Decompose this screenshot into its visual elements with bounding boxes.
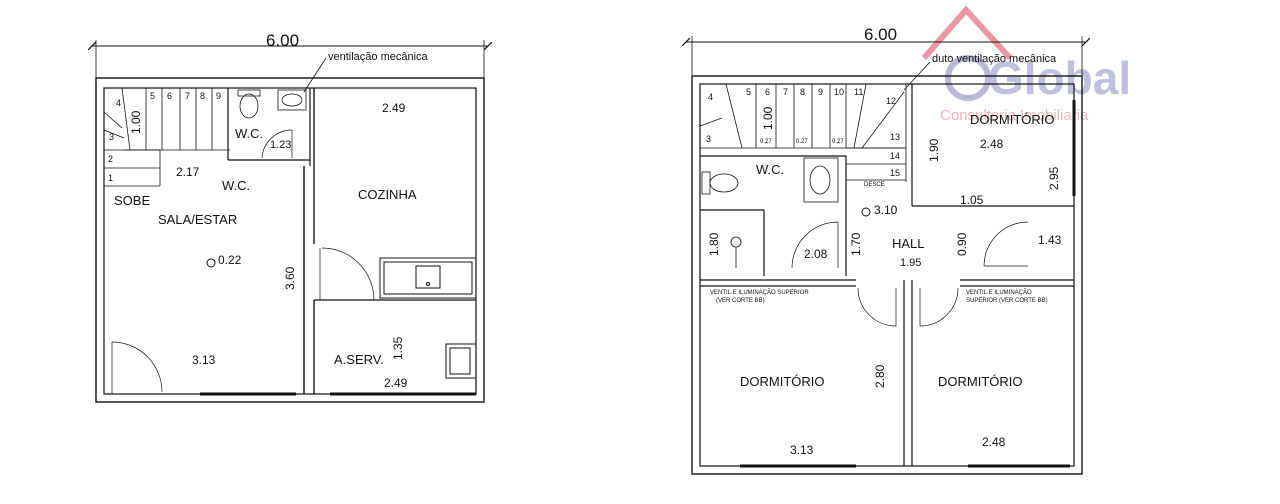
sink-icon	[277, 89, 307, 111]
ground-floor-plan	[92, 40, 488, 403]
ground-outer-wall	[95, 77, 485, 403]
upper-hall-top: 1.05	[960, 193, 984, 207]
shower-icon	[730, 236, 742, 268]
ground-aserv-width: 2.49	[384, 376, 408, 390]
upper-desce-label: DESCE	[864, 182, 885, 188]
ground-step-8: 8	[200, 91, 205, 101]
ground-sobe-label: SOBE	[114, 193, 150, 208]
ground-step-7: 7	[185, 91, 190, 101]
upper-level-mark-icon	[861, 207, 871, 217]
upper-floor-plan	[686, 36, 1086, 475]
upper-step-3: 3	[706, 134, 711, 144]
upper-hall-width: 1.95	[900, 257, 921, 269]
ground-step-6: 6	[167, 91, 172, 101]
upper-dorm-right-label: DORMITÓRIO	[938, 374, 1023, 389]
upper-stair-width: 1.00	[761, 106, 775, 130]
upper-step-11: 11	[854, 87, 863, 97]
ground-sala-label: SALA/ESTAR	[158, 212, 237, 227]
upper-step-8: 8	[800, 87, 805, 97]
ground-level-mark: 0.22	[218, 253, 242, 267]
upper-outer-wall	[691, 75, 1083, 475]
ground-step-5: 5	[150, 91, 155, 101]
ground-aserv-height: 1.35	[391, 336, 405, 360]
upper-tread-label-3: 0.27	[832, 139, 844, 145]
ground-aserv-label: A.SERV.	[334, 352, 384, 367]
ground-step-3: 3	[109, 132, 114, 142]
ground-cozinha-width: 2.49	[382, 101, 406, 115]
toilet-icon	[237, 89, 261, 119]
upper-vent-note-right-2: SUPERIOR (VER CORTE BB)	[966, 298, 1048, 304]
upper-step-12: 12	[886, 96, 896, 106]
ground-step-2: 2	[108, 154, 113, 164]
watermark-brand: Global	[988, 52, 1131, 104]
upper-hall-label: HALL	[892, 236, 925, 251]
upper-dorm-left-label: DORMITÓRIO	[740, 374, 825, 389]
upper-vent-note-left-1: VENTIL.E ILUMINAÇÃO SUPERIOR	[710, 289, 809, 296]
upper-hall-side: 0.90	[955, 232, 969, 256]
ground-sala-height: 3.60	[283, 266, 297, 290]
upper-sink-icon	[803, 157, 839, 203]
upper-level-mark: 3.10	[874, 203, 898, 217]
upper-tread-label-2: 0.27	[796, 139, 808, 145]
ground-sala-width: 3.13	[192, 353, 216, 367]
upper-step-14: 14	[890, 151, 900, 161]
upper-wc-height: 1.80	[707, 232, 721, 256]
upper-vent-note: duto ventilação mecânica	[932, 53, 1057, 65]
ground-floor-labels: 6.00 ventilação mecânica 4 5 6 7 8 9 3 2…	[108, 31, 429, 390]
ground-wc-label: W.C.	[235, 126, 263, 141]
ground-overall-width: 6.00	[266, 31, 299, 50]
ground-wc-width: 1.23	[270, 139, 291, 151]
watermark: Global Consultoria Imobiliaria	[921, 5, 1131, 124]
upper-dorm-top-side: 2.95	[1047, 166, 1061, 190]
upper-dorm-top-height: 1.90	[927, 138, 941, 162]
upper-step-10: 10	[834, 87, 844, 97]
upper-tread-label-1: 0.27	[760, 139, 772, 145]
upper-wc-width: 2.08	[804, 247, 828, 261]
upper-dorm-top-width: 2.48	[980, 137, 1004, 151]
upper-dorm-left-height: 2.80	[873, 364, 887, 388]
laundry-tank-icon	[445, 343, 477, 379]
ground-vent-note: ventilação mecânica	[328, 51, 429, 63]
ground-step-9: 9	[216, 91, 221, 101]
upper-overall-width: 6.00	[864, 25, 897, 44]
upper-wc-label: W.C.	[756, 162, 784, 177]
ground-stair	[103, 87, 230, 187]
upper-step-5: 5	[746, 87, 751, 97]
upper-step-4: 4	[708, 92, 713, 102]
upper-vent-note-left-2: (VER CORTE BB)	[716, 298, 765, 304]
ground-stair-depth: 2.17	[176, 165, 200, 179]
upper-stair	[699, 83, 907, 182]
ground-step-4: 4	[116, 98, 121, 108]
upper-hall-height: 1.70	[849, 232, 863, 256]
upper-vent-note-right-1: VENTIL.E ILUMINAÇÃO	[966, 289, 1032, 296]
upper-step-13: 13	[890, 132, 900, 142]
kitchen-counter	[379, 257, 477, 299]
level-mark-icon	[206, 258, 216, 268]
ground-wc-below-label: W.C.	[222, 178, 250, 193]
ground-step-1: 1	[108, 173, 113, 183]
upper-step-7: 7	[783, 87, 788, 97]
upper-step-9: 9	[818, 87, 823, 97]
upper-hall-right: 1.43	[1038, 233, 1062, 247]
upper-floor-labels: 6.00 duto ventilação mecânica 4 5 6 7 8 …	[706, 25, 1062, 457]
upper-toilet-icon	[701, 171, 739, 195]
upper-dorm-right-width: 2.48	[982, 435, 1006, 449]
watermark-tagline: Consultoria Imobiliaria	[940, 107, 1089, 124]
ground-stair-width: 1.00	[129, 110, 143, 134]
upper-step-15: 15	[890, 168, 900, 178]
upper-step-6: 6	[765, 87, 770, 97]
ground-cozinha-label: COZINHA	[358, 187, 417, 202]
upper-dorm-left-width: 3.13	[790, 443, 814, 457]
upper-dorm-top-label: DORMITÓRIO	[970, 112, 1055, 127]
